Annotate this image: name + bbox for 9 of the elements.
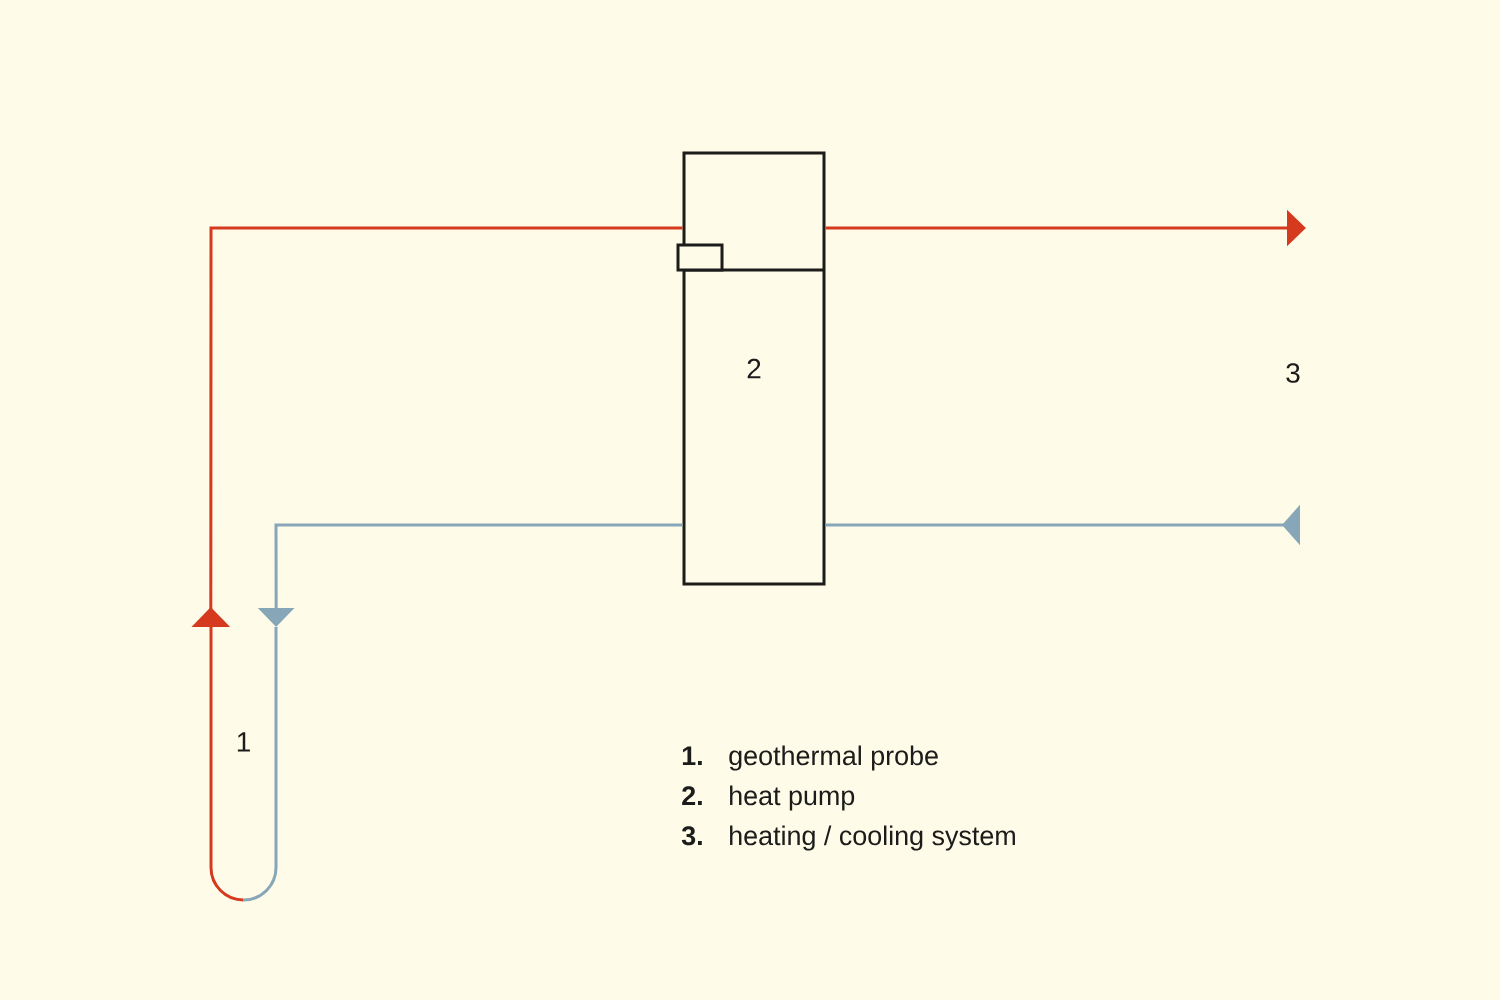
callout-number: 3: [1286, 363, 1300, 383]
list-number: 3.: [681, 826, 702, 846]
list-text: heat pump: [730, 785, 855, 811]
probe-loop: 1: [209, 627, 278, 902]
heat-pump-box: 2: [676, 151, 826, 586]
list-text: heating / cooling system: [730, 825, 1015, 851]
list-number: 1.: [682, 746, 702, 765]
list-text: geothermal probe: [729, 745, 938, 771]
list-number: 2.: [682, 786, 702, 805]
